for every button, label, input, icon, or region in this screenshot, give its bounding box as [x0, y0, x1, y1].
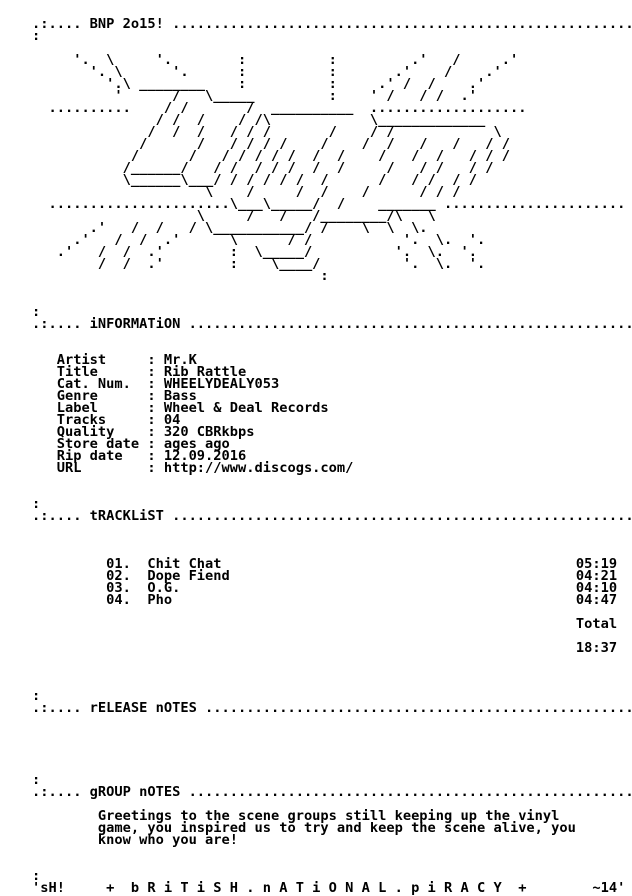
- nfo-line: : :: [32, 772, 632, 788]
- nfo-line: Genre : Bass: [32, 388, 197, 404]
- nfo-line: Cat. Num. : WHEELYDEALY053: [32, 376, 280, 392]
- nfo-line: 18:37: [32, 640, 618, 656]
- nfo-line: [32, 726, 632, 738]
- nfo-line: .:.... BNP 2o15! .......................…: [32, 16, 632, 32]
- nfo-line: .:.... rELEASE nOTES ...................…: [32, 700, 632, 716]
- nfo-line: Quality : 320 CBRkbps: [32, 424, 255, 440]
- nfo-line: : :: [32, 304, 632, 320]
- nfo-line: /______/ / / / / / / / / / / / /: [32, 160, 494, 176]
- nfo-line: Artist : Mr.K: [32, 352, 197, 368]
- nfo-line: Tracks : 04: [32, 412, 181, 428]
- nfo-line: .' / / .' : \_____/ '. \. '.: [32, 244, 477, 260]
- nfo-line: / / / / / / / / / / / / / / /: [32, 148, 510, 164]
- nfo-line: [32, 750, 632, 762]
- nfo-line: Rip date : 12.09.2016: [32, 448, 247, 464]
- nfo-line: : :: [32, 868, 632, 884]
- nfo-line: Title : Rib Rattle: [32, 364, 247, 380]
- nfo-line: 01. Chit Chat 05:19: [32, 556, 618, 572]
- nfo-line: \ / / / / / / /: [32, 184, 461, 200]
- nfo-line: .......... / / / __________ ............…: [32, 100, 527, 116]
- nfo-line: '.\ ________ : : .' / / .': [32, 76, 486, 92]
- nfo-line: [32, 534, 632, 546]
- nfo-line: \______\___/ / / / / / / / / / / /: [32, 172, 477, 188]
- nfo-line: .:.... gROUP nOTES .....................…: [32, 784, 632, 800]
- nfo-line: 'sH! + b R i T i S H . n A T i O N A L .…: [32, 880, 626, 896]
- nfo-line: / / / / / / / / / \: [32, 124, 502, 140]
- nfo-line: : :: [32, 28, 632, 44]
- nfo-line: ' / \_____ : ' / / / .': [32, 88, 477, 104]
- nfo-line: Store date : ages ago: [32, 436, 230, 452]
- nfo-line: URL : http://www.discogs.com/: [32, 460, 354, 476]
- nfo-line: Label : Wheel & Deal Records: [32, 400, 329, 416]
- nfo-line: Total: [32, 616, 618, 632]
- nfo-line: : :: [32, 688, 632, 704]
- nfo-line: 04. Pho 04:47: [32, 592, 618, 608]
- nfo-line: .:.... tRACKLiST .......................…: [32, 508, 632, 524]
- nfo-line: / / .' : \____/ '. \. '.: [32, 256, 486, 272]
- nfo-line: .' / / / \___________/ / \ \ \.: [32, 220, 428, 236]
- nfo-line: [32, 666, 632, 678]
- nfo-line: .' / / .' \ / / '. \. '.: [32, 232, 486, 248]
- nfo-line: \ / / /________/\ \: [32, 208, 436, 224]
- nfo-line: / / / / /\ \_____________: [32, 112, 486, 128]
- nfo-line: :: [32, 268, 329, 284]
- nfo-line: [32, 738, 632, 750]
- nfo-line: know who you are!: [32, 832, 239, 848]
- nfo-line: 03. O.G. 04:10: [32, 580, 618, 596]
- nfo-line: [32, 858, 632, 870]
- nfo-line: '. \ '. : : .' / .': [32, 52, 519, 68]
- nfo-document: .:.... BNP 2o15! .......................…: [32, 16, 632, 896]
- nfo-line: : :: [32, 496, 632, 512]
- nfo-line: '. \ '. : : .' / .': [32, 64, 502, 80]
- nfo-line: 02. Dope Fiend 04:21: [32, 568, 618, 584]
- nfo-line: ......................\___\_____/ / ____…: [32, 196, 626, 212]
- nfo-line: game, you inspired us to try and keep th…: [32, 820, 576, 836]
- nfo-line: .:.... iNFORMATiON .....................…: [32, 316, 632, 332]
- nfo-line: Greetings to the scene groups still keep…: [32, 808, 560, 824]
- nfo-line: / / / / / / / / / / / / /: [32, 136, 510, 152]
